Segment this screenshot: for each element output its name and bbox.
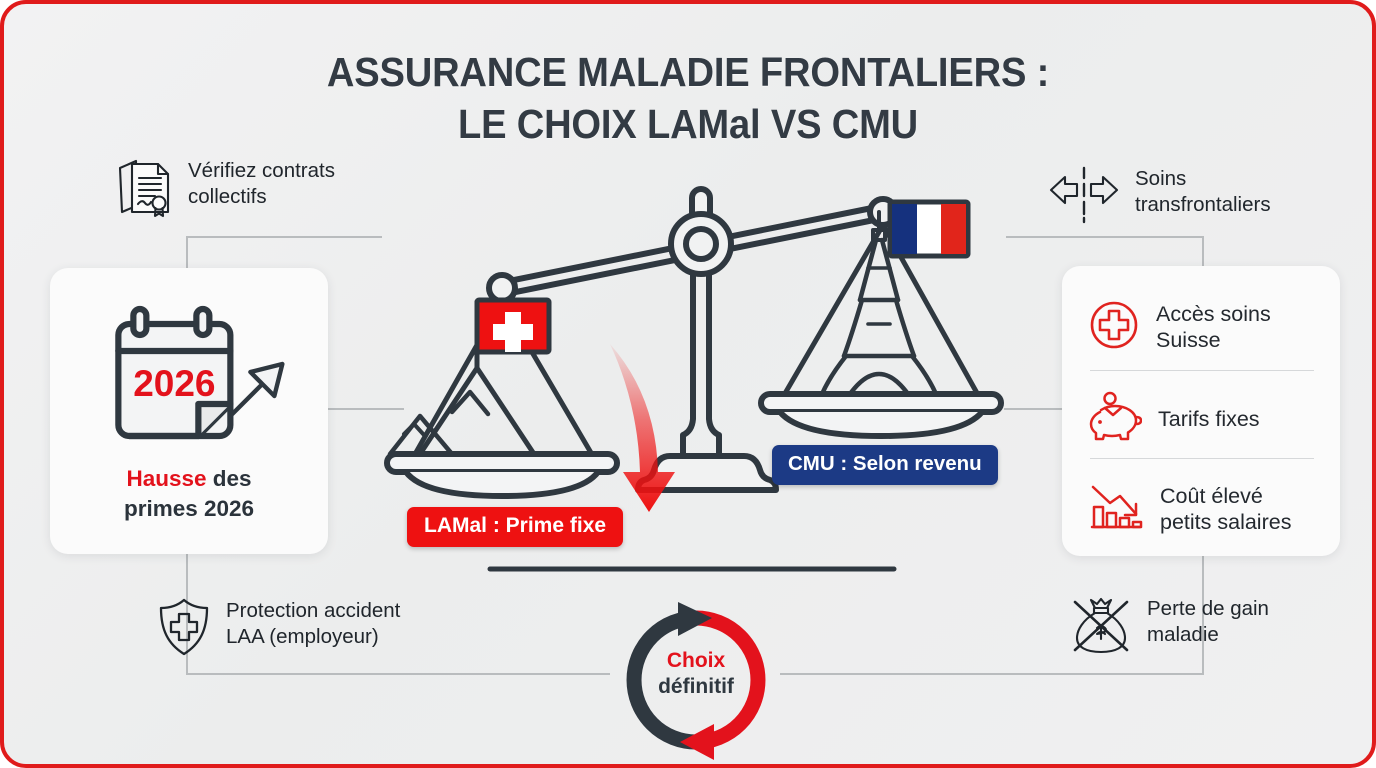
choice-cycle: Choix définitif [612, 596, 780, 764]
calendar-arrow-up-icon: 2026 [104, 304, 288, 459]
list-item: Tarifs fixes [1088, 384, 1314, 454]
annotation-line-2: LAA (employeur) [226, 624, 379, 648]
choice-line-1: Choix [666, 649, 726, 672]
annotation-verify-contracts: Vérifiez contrats collectifs [114, 156, 335, 223]
list-item: Coût élevé petits salaires [1088, 472, 1314, 546]
cross-border-arrows-icon [1047, 164, 1121, 231]
card-left-caption: Hausse des primes 2026 [50, 464, 328, 523]
annotation-line-1: Protection accident [226, 599, 401, 622]
annotation-text: Vérifiez contrats collectifs [188, 156, 335, 210]
list-item-line-1: Coût élevé [1160, 483, 1263, 508]
list-item: Accès soins Suisse [1088, 290, 1314, 364]
connector-bottom-right-vertical [1202, 556, 1204, 674]
annotation-income-loss: Perte de gain maladie [1069, 594, 1269, 661]
caption-rest: des [206, 466, 252, 491]
calendar-year-text: 2026 [133, 363, 215, 404]
list-divider [1090, 370, 1314, 372]
card-benefits-list: Accès soins Suisse Tarifs fixes [1062, 266, 1340, 556]
documents-certificate-icon [114, 156, 174, 223]
shield-cross-icon [156, 596, 212, 663]
annotation-line-1: Vérifiez contrats [188, 159, 335, 182]
caption-highlight: Hausse [126, 466, 207, 491]
connector-bottom-right-horizontal [780, 673, 1204, 675]
circular-arrows-icon [626, 602, 766, 760]
list-item-line-2: petits salaires [1160, 510, 1292, 534]
french-flag [887, 199, 971, 259]
annotation-text: Perte de gain maladie [1147, 594, 1269, 648]
badge-lamal: LAMal : Prime fixe [407, 507, 624, 547]
list-item-label: Tarifs fixes [1158, 406, 1260, 431]
piggy-bank-icon [1088, 391, 1143, 448]
declining-bar-chart-icon [1088, 481, 1144, 538]
annotation-crossborder-care: Soins transfrontaliers [1047, 164, 1271, 231]
card-premium-increase: 2026 Hausse des primes 2026 [50, 268, 328, 554]
annotation-text: Protection accident LAA (employeur) [226, 596, 400, 650]
page-title: ASSURANCE MALADIE FRONTALIERS : LE CHOIX… [52, 46, 1324, 151]
list-item-label: Coût élevé petits salaires [1160, 483, 1291, 535]
caption-line-2: primes 2026 [123, 495, 255, 521]
title-line-1: ASSURANCE MALADIE FRONTALIERS : [326, 49, 1050, 95]
annotation-line-2: transfrontaliers [1135, 192, 1271, 216]
red-down-arrow-icon [610, 344, 675, 512]
swiss-flag [474, 297, 552, 355]
choice-line-2: définitif [658, 674, 734, 698]
list-item-line-1: Accès soins [1156, 301, 1271, 326]
annotation-text: Soins transfrontaliers [1135, 164, 1271, 218]
connector-top-left-vertical [186, 236, 188, 270]
choice-label: Choix définitif [612, 648, 780, 699]
annotation-line-2: maladie [1147, 622, 1219, 646]
connector-bottom-left-horizontal [186, 673, 610, 675]
annotation-line-2: collectifs [188, 184, 267, 208]
connector-top-right-horizontal [1006, 236, 1204, 238]
connector-left-middle [326, 408, 404, 410]
annotation-line-1: Soins [1135, 167, 1187, 190]
list-item-label: Accès soins Suisse [1156, 301, 1271, 353]
annotation-accident-protection: Protection accident LAA (employeur) [156, 596, 400, 663]
balance-scale-illustration [382, 164, 1012, 589]
list-divider [1090, 458, 1314, 460]
annotation-line-1: Perte de gain [1147, 597, 1269, 620]
connector-right-middle [1004, 408, 1064, 410]
medical-cross-circle-icon [1088, 299, 1140, 356]
connector-top-right-vertical [1202, 236, 1204, 270]
connector-top-left-horizontal [186, 236, 382, 238]
title-line-2: LE CHOIX LAMal VS CMU [457, 101, 919, 148]
money-bag-crossed-icon [1069, 594, 1133, 661]
badge-cmu: CMU : Selon revenu [772, 445, 998, 485]
list-item-line-2: Suisse [1156, 328, 1221, 352]
